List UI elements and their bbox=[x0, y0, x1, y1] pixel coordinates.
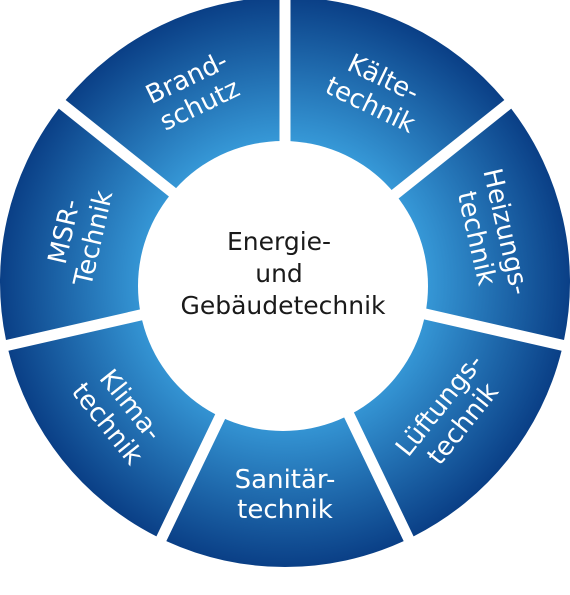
center-label-line-3: Gebäudetechnik bbox=[180, 291, 386, 320]
segment-sanitaertechnik bbox=[166, 410, 404, 567]
center-label-line-1: Energie- bbox=[227, 227, 331, 256]
center-circle bbox=[138, 141, 428, 431]
segments-group: Kälte-technikHeizungs-technikLüftungs-te… bbox=[0, 0, 570, 567]
segment-lueftungstechnik bbox=[350, 318, 562, 537]
segment-kaeltetechnik bbox=[290, 0, 505, 191]
segment-label-line: technik bbox=[237, 495, 333, 525]
center-label: Energie- und Gebäudetechnik bbox=[180, 227, 386, 320]
center-label-line-2: und bbox=[255, 259, 303, 288]
segment-heizungstechnik bbox=[397, 108, 570, 341]
segment-brandschutz bbox=[65, 0, 280, 191]
segment-label-sanitaertechnik: Sanitär-technik bbox=[235, 465, 336, 525]
segment-label-line: Sanitär- bbox=[235, 465, 336, 495]
segment-klimatechnik bbox=[8, 318, 220, 537]
segment-msr-technik bbox=[0, 108, 173, 341]
